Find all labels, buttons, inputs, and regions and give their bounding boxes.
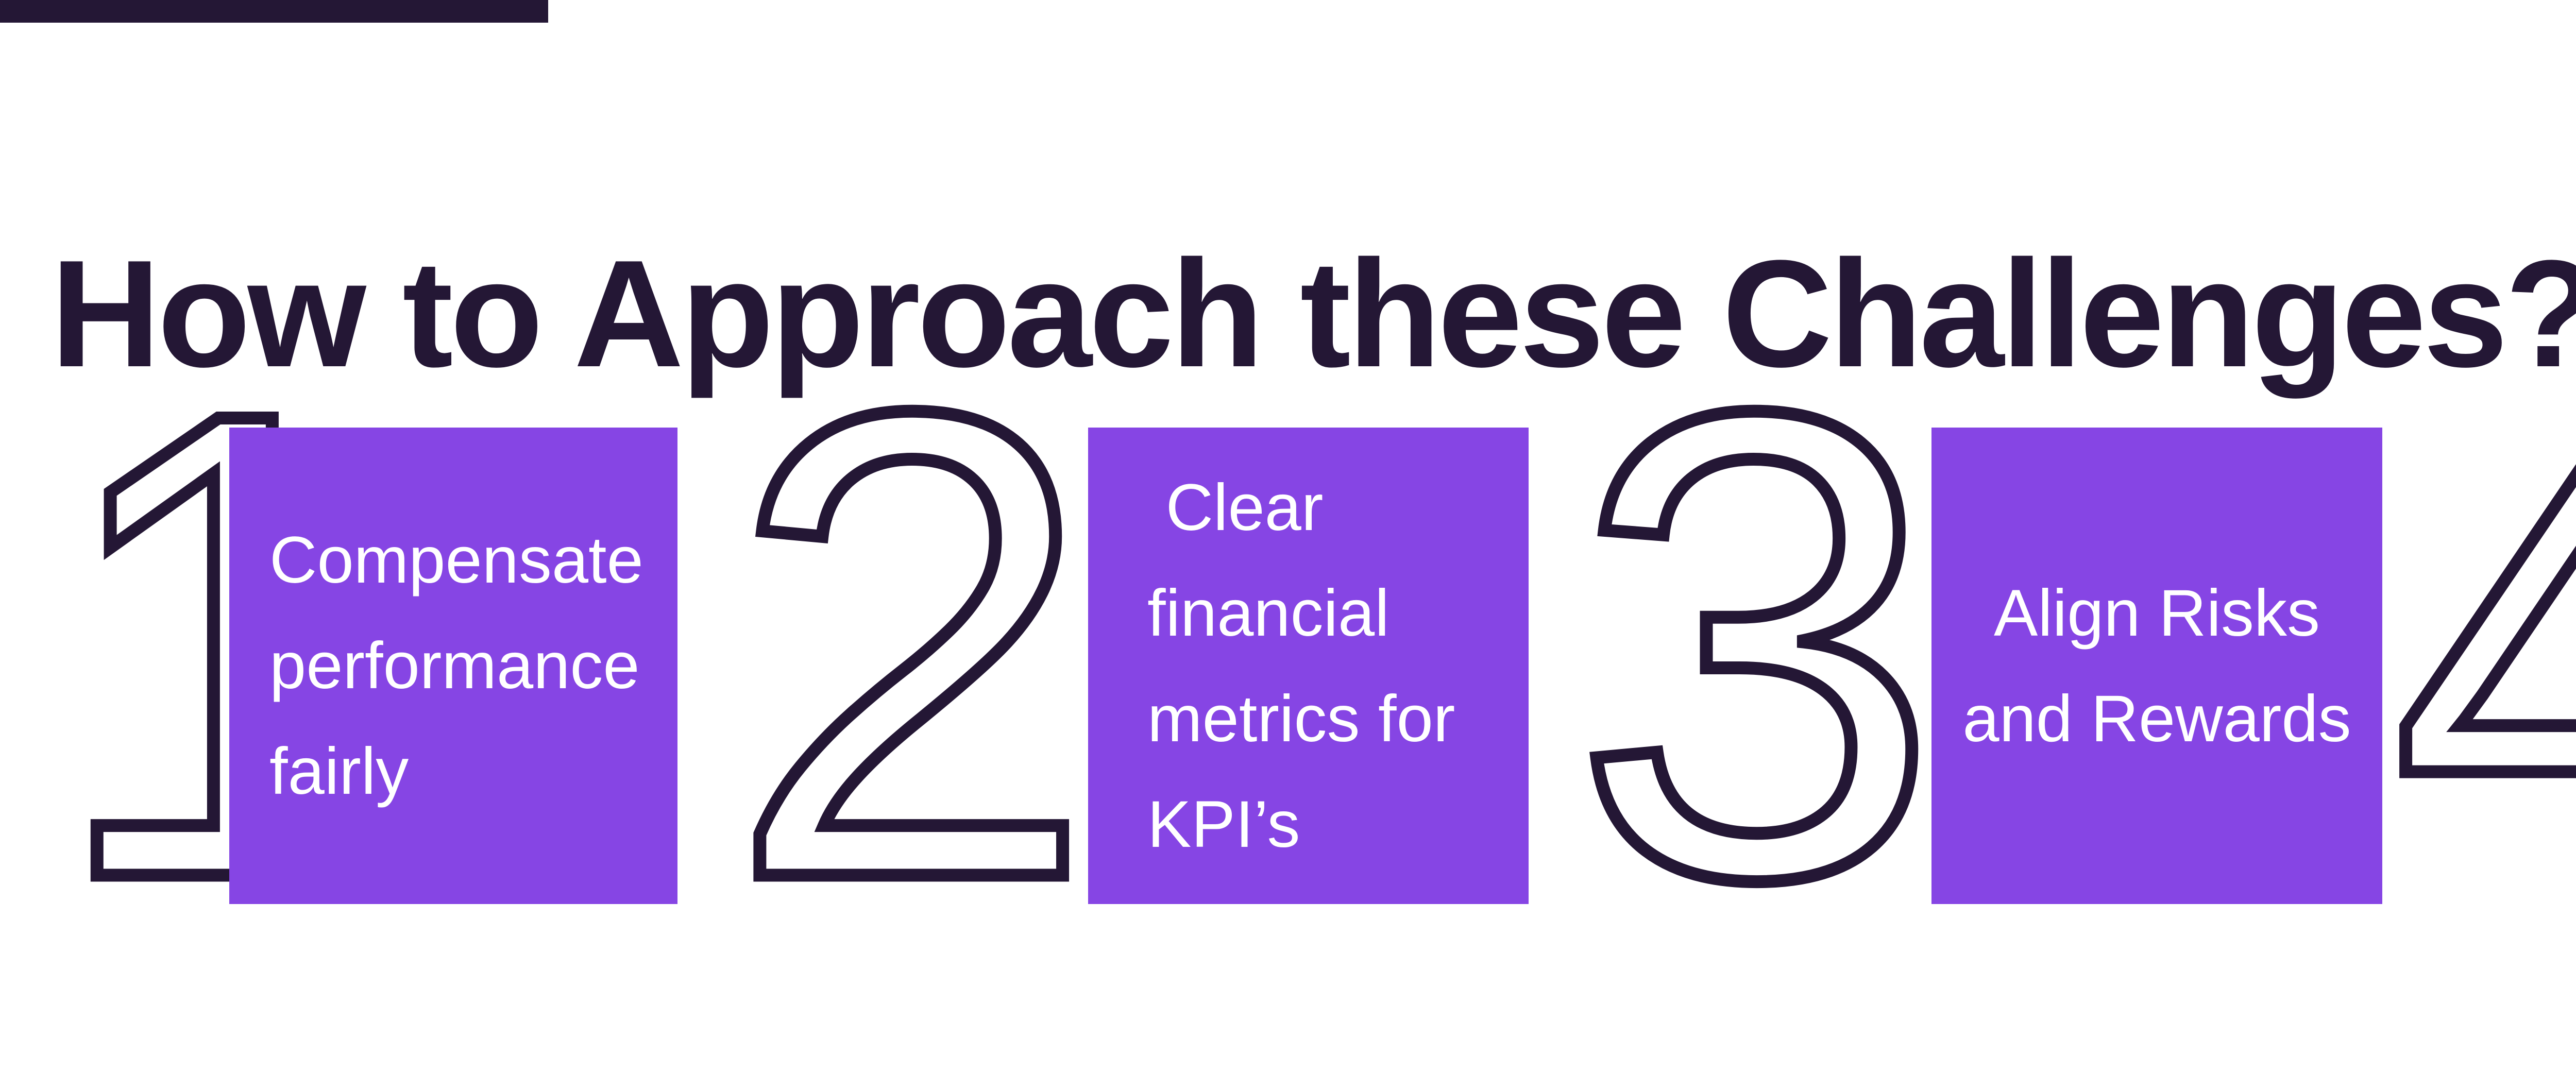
step-1-number: 1 xyxy=(40,306,422,984)
step-2-number: 2 xyxy=(720,274,1103,1016)
step-2-card: Clear financial metrics for KPI’s xyxy=(1088,428,1529,904)
step-3-label: Align Risks and Rewards xyxy=(1962,576,2351,756)
page-title: How to Approach these Challenges? xyxy=(50,228,2576,399)
step-2-label: Clear financial metrics for KPI’s xyxy=(1147,470,1455,861)
step-4-number: 4 xyxy=(2384,274,2576,1016)
step-3-card: Align Risks and Rewards xyxy=(1931,428,2382,904)
step-1-label: Compensate performance fairly xyxy=(269,523,643,808)
top-left-accent-bar xyxy=(0,0,548,23)
step-1-card: Compensate performance fairly xyxy=(229,428,677,904)
step-3-number: 3 xyxy=(1565,274,1947,1016)
